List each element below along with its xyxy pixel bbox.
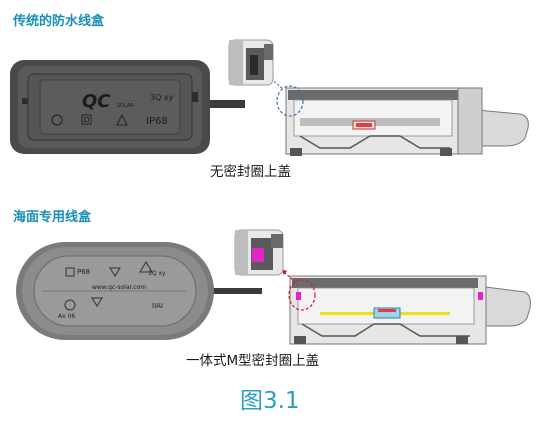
traditional-model-text: 3Q xy [150,93,174,102]
section-title-traditional: 传统的防水线盒 [13,14,105,29]
recycle-icon [51,114,63,126]
traditional-zoom-inset [228,39,274,86]
marine-box-photo [16,242,262,340]
marine-label-a: P68 [77,268,90,276]
marine-caption: 一体式M型密封圈上盖 [186,353,320,369]
traditional-rating-text: IP68 [146,116,168,127]
marine-zoom-inset [234,229,284,276]
marine-warning-icon [109,267,121,277]
marine-recycle-icon [64,299,76,311]
traditional-box-photo [10,60,245,154]
traditional-logo-text: QC [82,91,111,112]
warning-icon [116,113,128,126]
marine-model-text: 3Q xy [148,270,166,277]
marine-label-c: IIAI [152,302,163,310]
traditional-caption: 无密封圈上盖 [210,164,291,180]
marine-inset-seal [252,248,264,262]
marine-seal-right [478,292,483,300]
figure-caption: 图3.1 [240,388,300,414]
marine-cross-section [281,269,531,345]
marine-diode [373,307,401,319]
traditional-logo-sub: SOLAR [117,103,134,109]
marine-cable [206,288,262,294]
double-insulation-icon [81,114,92,125]
section-title-marine: 海面专用线盒 [13,210,92,225]
marine-label-b: Ax 06 [58,313,75,320]
traditional-callout-circle [276,85,304,117]
marine-double-insulation-icon [65,267,75,277]
marine-url-text: www.qc-solar.com [92,284,146,291]
marine-seal-left [296,292,301,300]
marine-tail [477,285,531,327]
marine-callout-circle [288,279,316,311]
traditional-cross-section [268,76,529,156]
